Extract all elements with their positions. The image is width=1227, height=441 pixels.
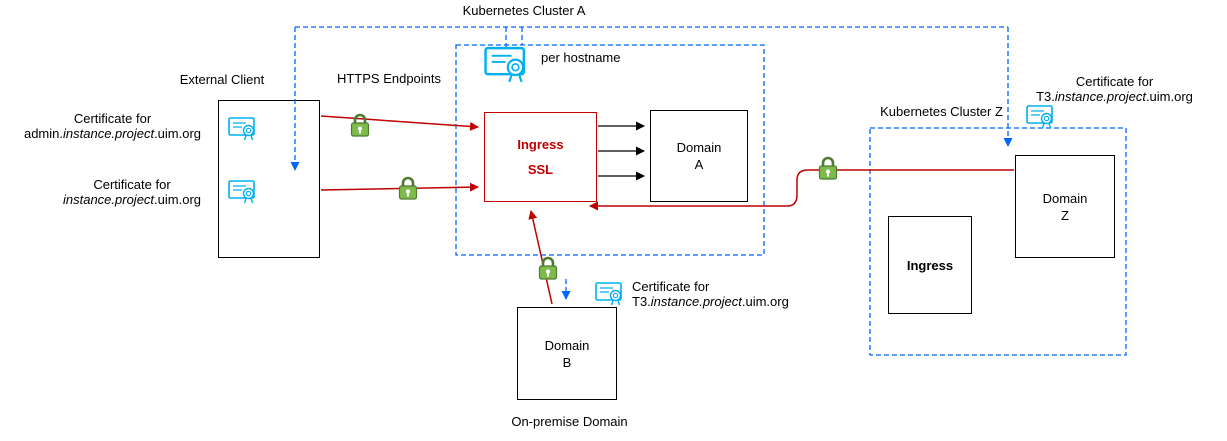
- hostname-italic: instance.project: [62, 192, 155, 207]
- padlock-icon: [350, 113, 370, 138]
- certificate-icon: [595, 282, 622, 306]
- certificate-label-t3-cluster-z: Certificate for T3.instance.project.uim.…: [1022, 74, 1207, 104]
- domain-b-line2: B: [562, 354, 572, 370]
- certificate-title: Certificate for: [73, 111, 152, 126]
- external-client-box: [218, 100, 320, 258]
- internal-arrows: [598, 121, 645, 181]
- certificate-label-admin: Certificate for admin.instance.project.u…: [10, 111, 215, 141]
- ingress-z-label: Ingress: [906, 257, 954, 273]
- cluster-a-label: Kubernetes Cluster A: [462, 3, 586, 18]
- certificate-title: Certificate for: [1075, 74, 1154, 89]
- hostname-suffix: .uim.org: [741, 294, 789, 309]
- external-client-label: External Client: [179, 72, 265, 87]
- hostname-prefix: T3.: [1036, 89, 1055, 104]
- hostname-prefix: admin.: [23, 126, 63, 141]
- certificate-title: Certificate for: [632, 279, 710, 294]
- certificate-hostname: T3.instance.project.uim.org: [632, 294, 817, 309]
- arrow-client-to-ingress-1: [320, 115, 479, 131]
- ingress-z-box: Ingress: [888, 216, 972, 314]
- certificate-label-instance: Certificate for instance.project.uim.org: [48, 177, 216, 207]
- hostname-suffix: .uim.org: [154, 126, 202, 141]
- domain-b-box: Domain B: [517, 307, 617, 400]
- padlock-icon: [398, 176, 418, 201]
- domain-b-line1: Domain: [544, 337, 590, 353]
- certificate-icon: [1026, 105, 1053, 129]
- hostname-suffix: .uim.org: [1145, 89, 1193, 104]
- hostname-suffix: .uim.org: [154, 192, 202, 207]
- hostname-prefix: T3.: [632, 294, 651, 309]
- ingress-ssl-box: Ingress SSL: [484, 112, 597, 202]
- domain-a-line2: A: [694, 157, 704, 172]
- domain-a-line1: Domain: [676, 140, 722, 155]
- certificate-icon: [484, 46, 526, 84]
- domain-z-line1: Domain: [1042, 190, 1088, 206]
- per-hostname-label: per hostname: [541, 50, 621, 65]
- certificate-hostname: T3.instance.project.uim.org: [1022, 89, 1207, 104]
- arrow-domain-b-to-ingress: [528, 210, 553, 305]
- certificate-hostname: admin.instance.project.uim.org: [10, 126, 215, 141]
- hostname-italic: instance.project: [63, 126, 155, 141]
- ingress-ssl-line1: Ingress: [517, 137, 564, 152]
- padlock-icon: [538, 256, 558, 281]
- certificate-title: Certificate for: [93, 177, 171, 192]
- hostname-italic: instance.project: [1054, 89, 1146, 104]
- ingress-ssl-line2: SSL: [527, 162, 554, 177]
- on-premise-domain-label: On-premise Domain: [511, 414, 628, 429]
- cluster-z-label: Kubernetes Cluster Z: [880, 104, 1003, 119]
- padlock-icon: [818, 156, 838, 181]
- domain-a-box: Domain A: [650, 110, 748, 202]
- https-endpoints-label: HTTPS Endpoints: [336, 71, 442, 86]
- domain-z-line2: Z: [1061, 207, 1069, 223]
- certificate-label-t3-onprem: Certificate for T3.instance.project.uim.…: [632, 279, 817, 309]
- arrow-client-to-ingress-2: [320, 182, 479, 192]
- certificate-hostname: instance.project.uim.org: [48, 192, 216, 207]
- hostname-italic: instance.project: [650, 294, 742, 309]
- domain-z-box: Domain Z: [1015, 155, 1115, 258]
